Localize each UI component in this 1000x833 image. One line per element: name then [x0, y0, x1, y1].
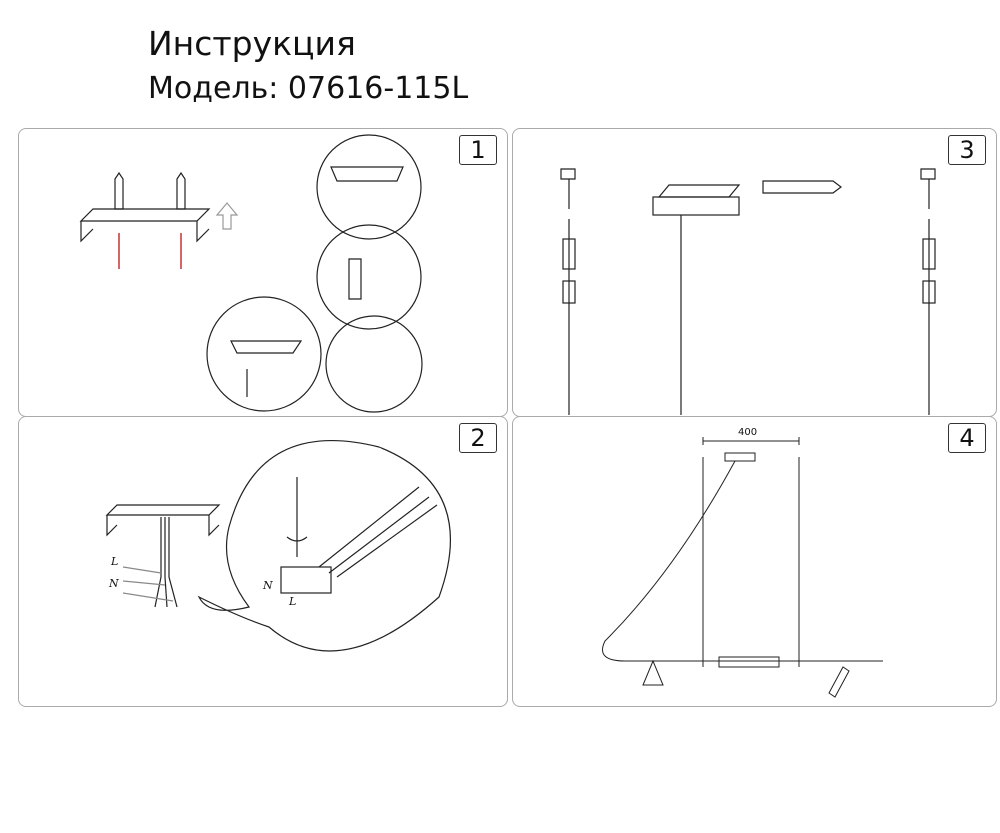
step-1-panel: 1: [18, 128, 508, 417]
live-wire-label: L: [111, 555, 119, 568]
assembled-fixture-illustration: [602, 437, 883, 698]
bracket-mounting-illustration: [79, 134, 423, 413]
terminal-label-l: L: [289, 595, 297, 608]
dimension-label: 400: [738, 427, 758, 438]
step-number: 3: [948, 135, 986, 165]
neutral-wire-label: N: [109, 577, 119, 590]
step-number: 4: [948, 423, 986, 453]
step-4-panel: 4 400: [512, 416, 997, 707]
step-2-panel: 2 L N N L: [18, 416, 508, 707]
step-number: 1: [459, 135, 497, 165]
terminal-label-n: N: [263, 579, 273, 592]
step-3-panel: 3: [512, 128, 997, 417]
step-number: 2: [459, 423, 497, 453]
cable-suspension-illustration: [560, 168, 936, 415]
wiring-illustration: [105, 440, 451, 652]
document-title: Инструкция: [148, 24, 356, 63]
model-number: Модель: 07616-115L: [148, 71, 469, 106]
